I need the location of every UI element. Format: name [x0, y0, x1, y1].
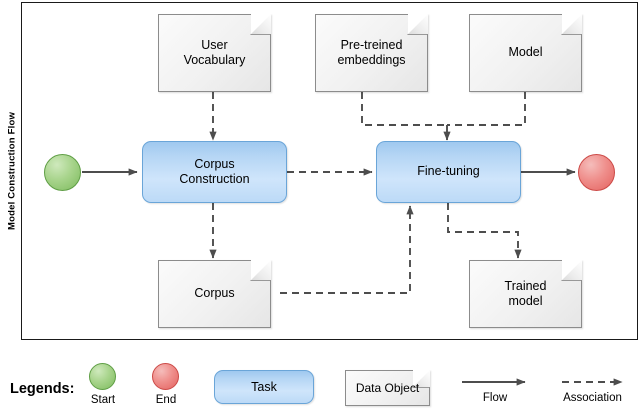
legend-association-label: Association — [563, 392, 622, 404]
legend-data-object-icon: Data Object — [345, 370, 430, 406]
data-object-corpus-label: Corpus — [194, 286, 235, 301]
data-object-user-vocabulary-label: User Vocabulary — [183, 37, 246, 67]
end-event[interactable] — [578, 154, 615, 191]
data-object-corpus[interactable]: Corpus — [158, 260, 271, 328]
legend-start-label: Start — [90, 394, 116, 406]
legend-start-icon — [89, 363, 116, 390]
data-object-user-vocabulary[interactable]: User Vocabulary — [158, 14, 271, 92]
task-fine-tuning-label: Fine-tuning — [417, 164, 480, 179]
task-corpus-construction-label: Corpus Construction — [179, 156, 250, 186]
lane-header: Model Construction Flow — [2, 2, 22, 340]
legend-data-object-label: Data Object — [355, 381, 420, 395]
legend-end-icon — [152, 363, 179, 390]
start-event[interactable] — [44, 154, 81, 191]
task-corpus-construction[interactable]: Corpus Construction — [142, 141, 287, 203]
data-object-model[interactable]: Model — [469, 14, 582, 92]
data-object-model-label: Model — [508, 45, 543, 60]
task-fine-tuning[interactable]: Fine-tuning — [376, 141, 521, 203]
legend-title: Legends: — [10, 381, 75, 397]
legend-task-icon: Task — [214, 370, 314, 404]
legend-end-label: End — [155, 394, 177, 406]
data-object-pretrained-embeddings-label: Pre-treined embeddings — [337, 37, 406, 67]
legend-flow-label: Flow — [482, 392, 508, 404]
legend-task-label: Task — [251, 380, 277, 394]
data-object-trained-model[interactable]: Trained model — [469, 260, 582, 328]
data-object-pretrained-embeddings[interactable]: Pre-treined embeddings — [315, 14, 428, 92]
data-object-trained-model-label: Trained model — [504, 278, 547, 308]
